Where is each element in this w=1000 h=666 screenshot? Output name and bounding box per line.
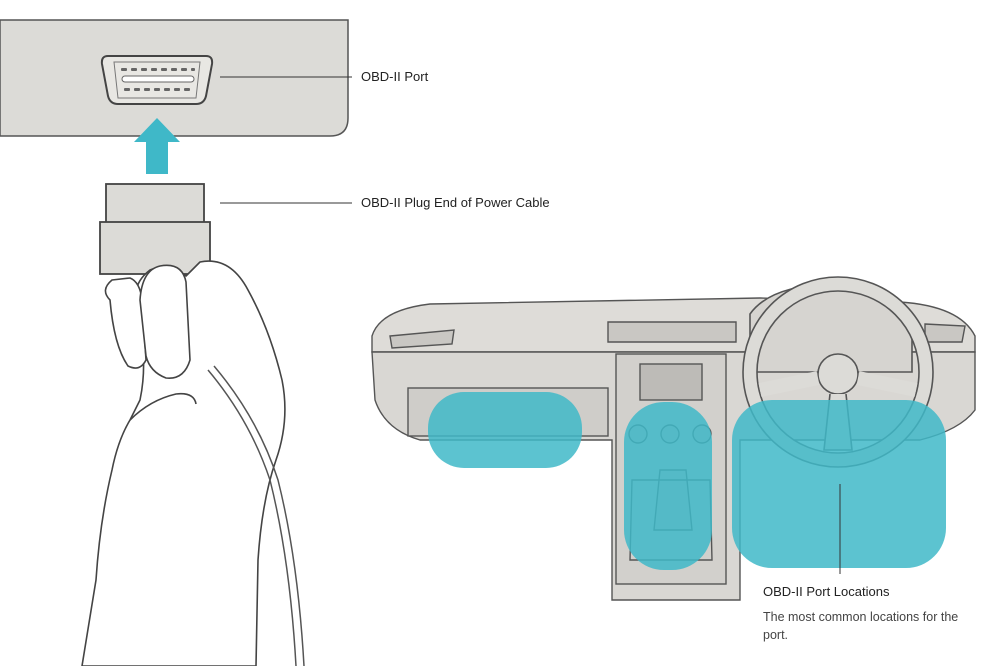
port-location-driver-side xyxy=(732,400,946,568)
port-locations-description: The most common locations for the port. xyxy=(763,610,959,642)
insert-arrow xyxy=(134,118,180,174)
hand-icon xyxy=(81,260,286,666)
port-location-highlights xyxy=(428,392,946,570)
port-location-center-console xyxy=(624,402,712,570)
port-locations-title: OBD-II Port Locations xyxy=(763,584,890,599)
obd-plug xyxy=(99,183,211,275)
obd-port-socket xyxy=(100,55,214,105)
plug-end-label: OBD-II Plug End of Power Cable xyxy=(361,195,550,210)
port-location-glovebox xyxy=(428,392,582,468)
obd-port-label: OBD-II Port xyxy=(361,69,429,84)
power-cable xyxy=(207,365,305,666)
